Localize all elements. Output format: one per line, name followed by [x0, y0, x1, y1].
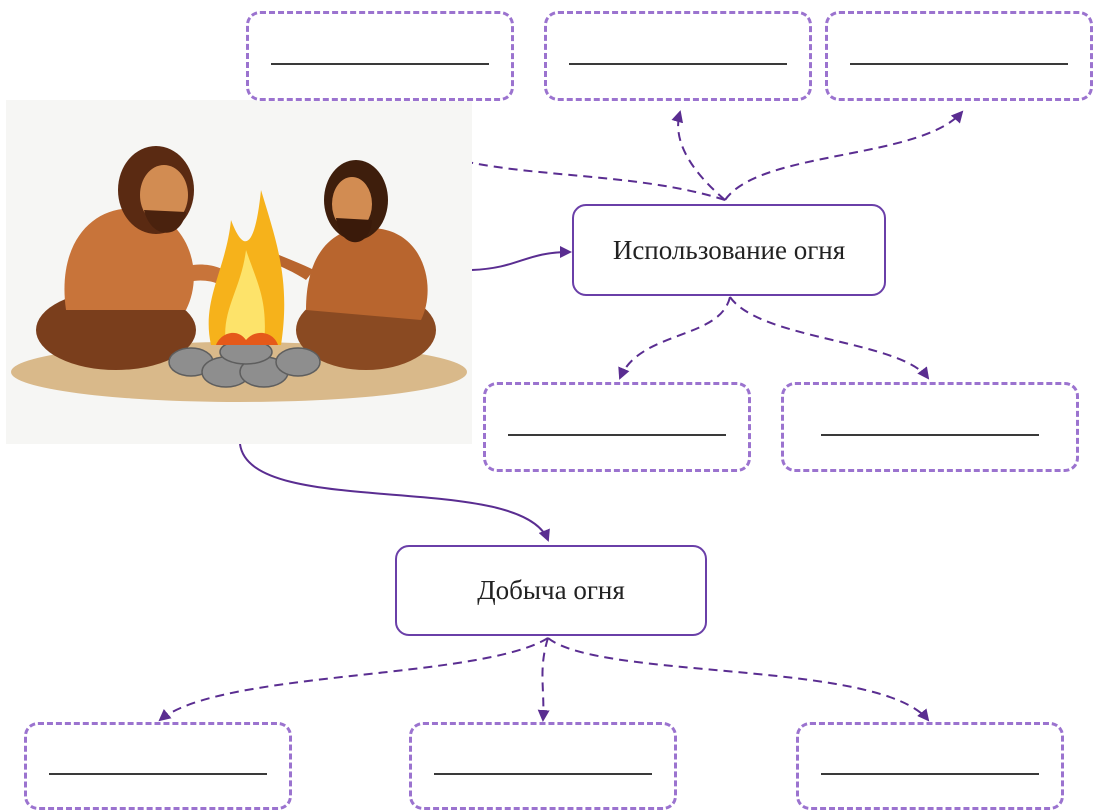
- arrow-use-to-top-middle: [671, 110, 726, 201]
- blank-line: [821, 434, 1039, 436]
- arrow-making-to-left: [158, 637, 549, 722]
- node-making-fire-label: Добыча огня: [477, 575, 625, 605]
- arrow-use-to-bottom-right: [729, 296, 930, 380]
- arrow-use-to-bottom-left: [618, 296, 731, 380]
- arrow-making-to-right: [547, 637, 930, 722]
- arrow-image-to-use: [471, 246, 572, 271]
- node-making-fire: Добыча огня: [395, 545, 707, 636]
- blank-line: [49, 773, 267, 775]
- node-use-of-fire-label: Использование огня: [612, 234, 846, 265]
- blank-line: [434, 773, 652, 775]
- arrow-making-to-middle: [537, 637, 550, 722]
- blank-box-use-top-3[interactable]: [825, 11, 1093, 101]
- arrow-use-to-top-right: [724, 110, 964, 201]
- blank-line: [821, 773, 1039, 775]
- arrow-image-to-making: [239, 443, 550, 542]
- blank-box-use-top-1[interactable]: [246, 11, 514, 101]
- blank-line: [508, 434, 726, 436]
- blank-box-making-3[interactable]: [796, 722, 1064, 810]
- fire-flames: [208, 190, 285, 345]
- blank-box-making-2[interactable]: [409, 722, 677, 810]
- blank-box-making-1[interactable]: [24, 722, 292, 810]
- blank-line: [569, 63, 787, 65]
- fire-stones: [168, 339, 321, 388]
- blank-box-use-top-2[interactable]: [544, 11, 812, 101]
- blank-line: [850, 63, 1068, 65]
- node-use-of-fire: Использование огня: [572, 204, 886, 296]
- caveman-right: [268, 160, 436, 370]
- caveman-left: [36, 146, 231, 370]
- blank-box-use-bottom-1[interactable]: [483, 382, 751, 472]
- blank-box-use-bottom-2[interactable]: [781, 382, 1079, 472]
- cavemen-campfire-illustration: [6, 100, 472, 444]
- blank-line: [271, 63, 489, 65]
